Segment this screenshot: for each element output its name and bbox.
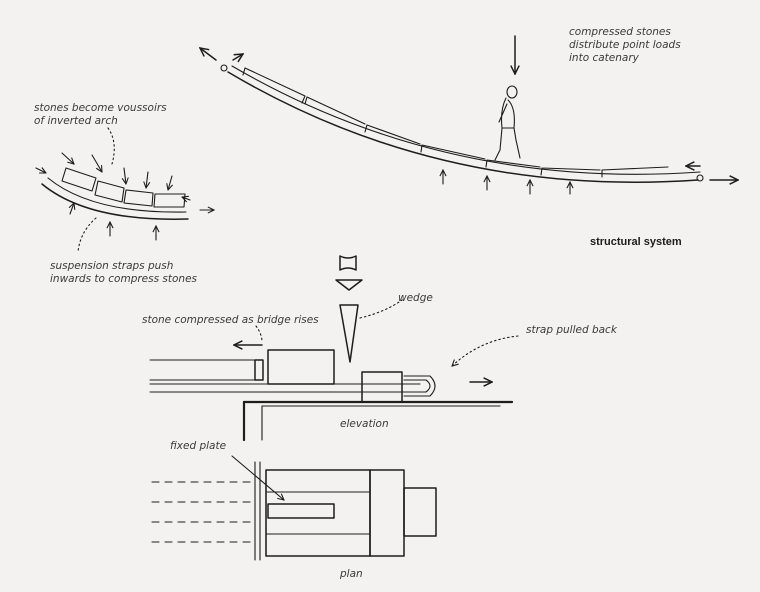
catenary-strap-upper <box>231 65 701 175</box>
stone-segment <box>601 166 669 178</box>
voussoir-stone <box>123 189 154 207</box>
compression-arrow <box>61 152 74 164</box>
label-compressed-stones: compressed stones distribute point loads… <box>569 26 681 64</box>
compression-arrow <box>182 197 191 200</box>
plan-strap-end <box>403 487 437 537</box>
arch-strap-inner <box>47 177 187 213</box>
load-arrowhead <box>335 279 363 291</box>
stone-segment <box>364 124 421 145</box>
stone-segment <box>420 144 486 160</box>
elevation-drawing <box>149 325 519 442</box>
label-fixed-plate: fixed plate <box>170 440 227 452</box>
stone-segment <box>242 67 306 104</box>
stone-block <box>267 349 335 385</box>
push-arrow <box>70 203 74 215</box>
label-elevation: elevation <box>340 418 389 430</box>
label-voussoirs: stones become voussoirs of inverted arch <box>34 102 167 127</box>
load-block <box>339 255 357 271</box>
plan-stone-block <box>265 469 371 557</box>
clamp-block <box>361 371 403 403</box>
stone-segment <box>540 167 601 176</box>
fixed-plate-rect <box>267 503 335 519</box>
voussoir-stone <box>153 193 186 208</box>
wedge-shape <box>339 304 359 363</box>
label-wedge: wedge <box>398 292 433 304</box>
anchor-right <box>696 174 704 182</box>
leader-straps <box>77 217 97 253</box>
stone-segment <box>485 159 541 168</box>
leader-wedge <box>359 299 403 319</box>
label-stone-compressed: stone compressed as bridge rises <box>142 314 319 326</box>
compression-arrow <box>91 154 102 172</box>
catenary-bridge <box>200 35 738 195</box>
stone-segment <box>304 96 366 125</box>
plate-small <box>254 359 264 381</box>
voussoir-stone <box>61 167 97 192</box>
plan-clamp <box>369 469 405 557</box>
tension-arrow-left-2 <box>232 54 243 60</box>
diagram-title: structural system <box>590 236 682 248</box>
compression-arrow <box>124 167 126 184</box>
leader-strap <box>452 335 519 366</box>
arch-strap-outer <box>41 183 189 220</box>
label-suspension-straps: suspension straps push inwards to compre… <box>50 260 198 285</box>
strap-loop <box>403 375 436 397</box>
label-plan: plan <box>340 568 363 580</box>
wedge-assembly <box>335 255 403 363</box>
compression-arrow <box>168 175 172 190</box>
plan-drawing <box>151 455 437 561</box>
anchor-left <box>220 64 228 72</box>
catenary-strap-lower <box>227 71 699 183</box>
person-figure <box>494 85 521 161</box>
compression-arrow <box>146 171 148 188</box>
leader-voussoirs <box>107 127 115 165</box>
voussoir-stone <box>94 180 125 203</box>
leader-stone <box>255 325 263 343</box>
leader-fixed-plate <box>231 455 284 500</box>
tension-arrow-left <box>200 48 217 61</box>
compression-arrow <box>35 168 46 174</box>
label-strap-pulled: strap pulled back <box>526 324 617 336</box>
inverted-arch-detail <box>35 127 214 253</box>
